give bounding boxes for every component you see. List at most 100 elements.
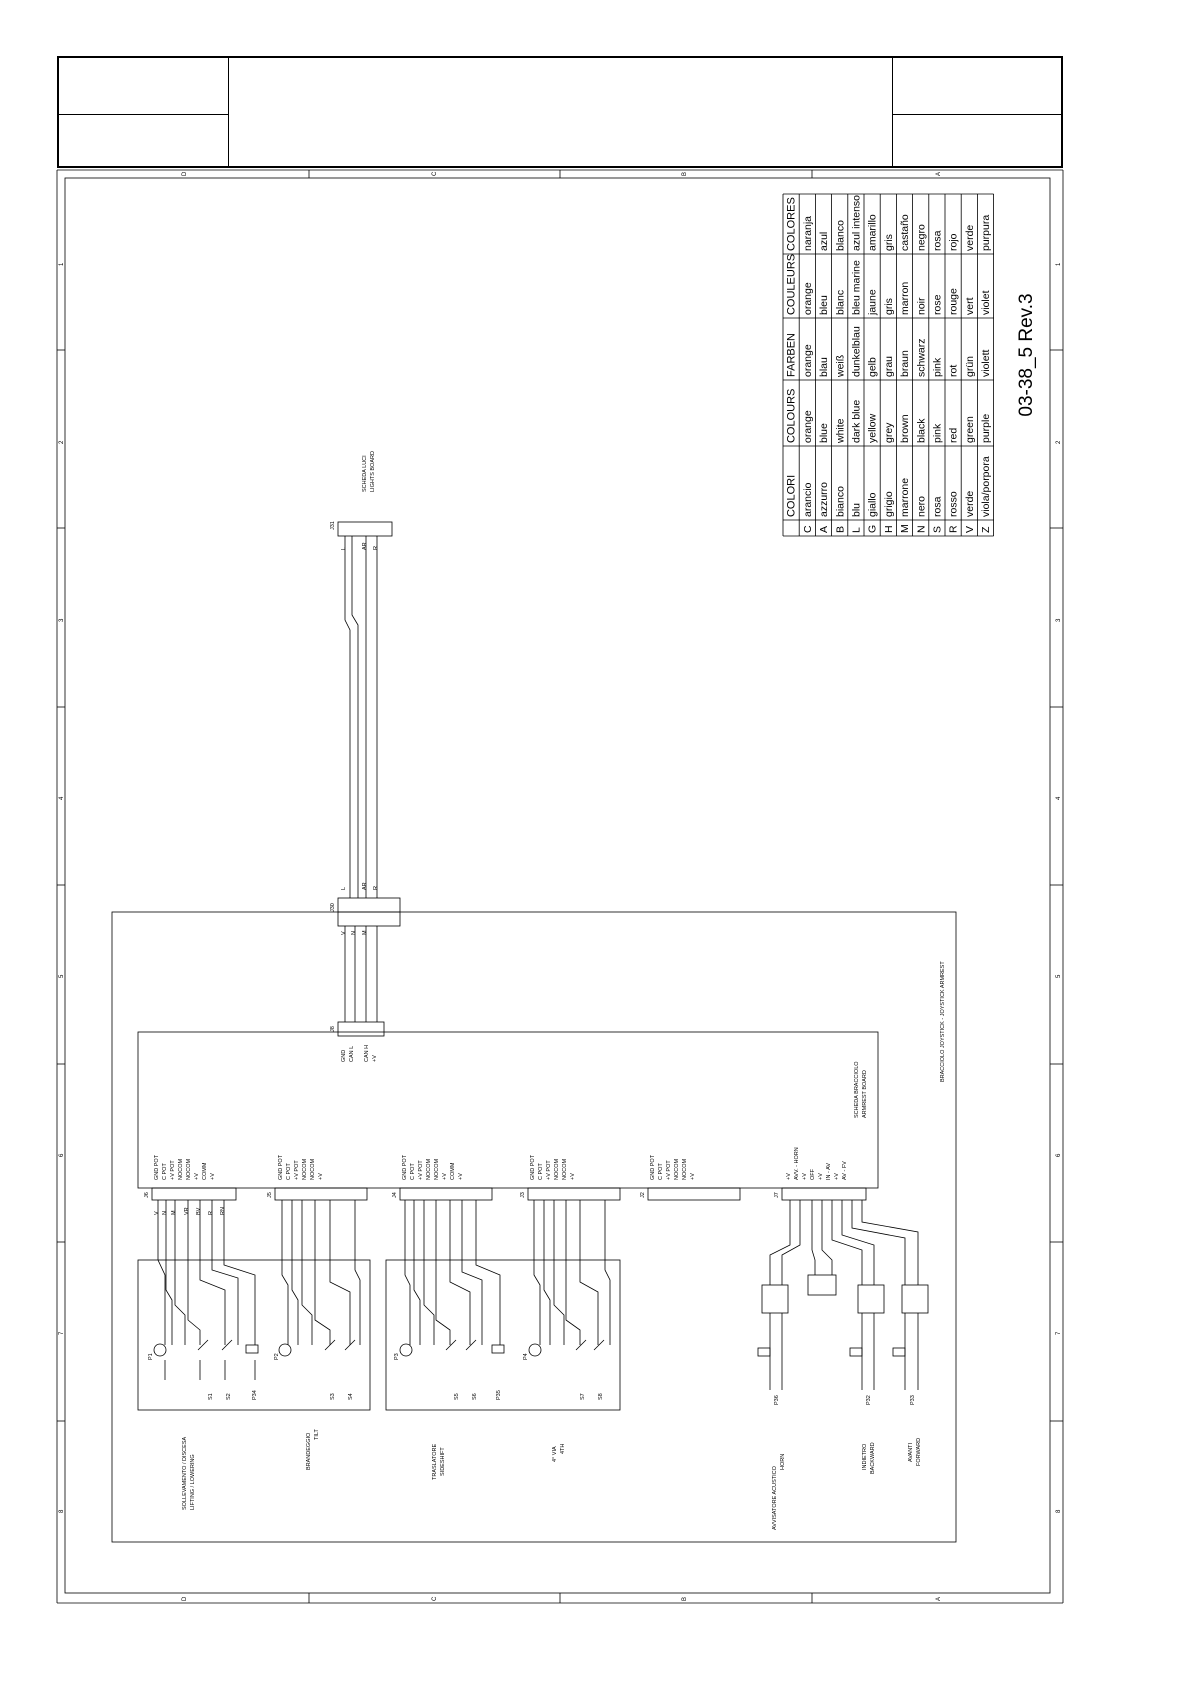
pin-label: +V	[318, 1173, 324, 1180]
zone-left-number: 4	[59, 796, 65, 800]
table-cell: dark blue	[850, 400, 862, 443]
wire-code: R	[208, 1211, 214, 1215]
table-cell: brown	[899, 414, 911, 443]
function-label: SOLLEVAMENTO / DISCESA	[182, 1437, 188, 1510]
pot-p3-symbol	[399, 1343, 413, 1357]
switch-label: S6	[472, 1393, 478, 1400]
connector-j5	[274, 1187, 368, 1201]
table-cell: black	[915, 418, 927, 443]
pot-label: P3	[394, 1353, 400, 1360]
switch-label: S2	[226, 1393, 232, 1400]
armrest-board-label: SCHEDA BRACCIOLO	[854, 1061, 860, 1118]
pot-label: P4	[523, 1353, 529, 1360]
armrest-board-label-en: ARMREST BOARD	[862, 1070, 868, 1118]
table-cell: bianco	[834, 486, 846, 517]
zone-right-number: 5	[1056, 974, 1062, 978]
pin-label: +V	[818, 1173, 824, 1180]
function-label-en: TILT	[314, 1428, 320, 1440]
function-label-en: LIFTING / LOWERING	[190, 1454, 196, 1510]
function-label: AVANTI	[908, 1442, 914, 1462]
table-cell: blau	[818, 357, 830, 377]
table-cell: C	[802, 525, 814, 533]
group-box-2	[385, 1259, 621, 1411]
zone-bottom-letter: A	[936, 1597, 942, 1601]
wire-code: RN	[220, 1207, 226, 1215]
zone-left-number: 7	[59, 1331, 65, 1335]
function-label-en: BACKWARD	[870, 1442, 876, 1474]
table-cell: vert	[964, 297, 976, 315]
wire-code: L	[341, 887, 347, 890]
button-p32-symbol	[849, 1347, 863, 1357]
pin-label: OFF	[810, 1168, 816, 1180]
pin-label: NOCOM	[310, 1159, 316, 1181]
table-cell: rot	[948, 365, 960, 377]
connector-j2	[647, 1187, 741, 1201]
zone-top-letter: C	[432, 171, 438, 176]
zone-right-number: 7	[1056, 1331, 1062, 1335]
group-box-1	[137, 1259, 371, 1411]
function-label-en: SIDESHIFT	[440, 1447, 446, 1476]
table-cell: noir	[915, 297, 927, 315]
wire-code: L	[341, 547, 347, 550]
wire-code: VR	[184, 1207, 190, 1215]
zone-bottom-letter: B	[682, 1597, 688, 1601]
pin-label: +V	[786, 1173, 792, 1180]
button-label: P35	[496, 1390, 502, 1400]
connector-j3	[527, 1187, 621, 1201]
zone-right-number: 1	[1056, 262, 1062, 266]
table-cell: pink	[931, 423, 943, 443]
pin-label: C POT	[658, 1163, 664, 1180]
armrest-pin-label: GND	[341, 1050, 347, 1062]
switch-label: S5	[454, 1393, 460, 1400]
pin-label: C POT	[162, 1163, 168, 1180]
table-cell: amarillo	[867, 214, 879, 251]
pin-label: NOCOM	[178, 1159, 184, 1181]
armrest-outer-box	[111, 911, 957, 1543]
table-cell: schwarz	[915, 338, 927, 377]
connector-j5-label: J5	[267, 1192, 273, 1198]
table-cell: naranja	[802, 216, 814, 251]
table-cell: gelb	[867, 357, 879, 377]
pot-p2-symbol	[278, 1343, 292, 1357]
pin-label: +V	[458, 1173, 464, 1180]
table-cell: B	[834, 526, 846, 533]
function-label-en: HORN	[780, 1454, 786, 1470]
table-cell: verde	[964, 491, 976, 517]
pin-label: +V POT	[418, 1160, 424, 1180]
schematic	[111, 521, 957, 1543]
pin-label: +V	[442, 1173, 448, 1180]
pin-label: +V POT	[294, 1160, 300, 1180]
table-cell: grün	[964, 356, 976, 377]
table-cell: yellow	[867, 413, 879, 443]
connector-j31	[337, 521, 393, 537]
pin-label: COMM	[202, 1162, 208, 1180]
wire-code: R	[373, 546, 379, 550]
pin-label: COMM	[450, 1162, 456, 1180]
zone-left-number: 5	[59, 974, 65, 978]
pin-label: +V POT	[546, 1160, 552, 1180]
button-p33-symbol	[892, 1347, 906, 1357]
zone-left-number: 8	[59, 1509, 65, 1513]
pin-label: AVV. - HORN	[794, 1147, 800, 1180]
pin-label: NOCOM	[434, 1159, 440, 1181]
table-cell: green	[964, 416, 976, 443]
connector-j3-label: J3	[520, 1192, 526, 1198]
table-header-cell: COLOURS	[786, 389, 798, 443]
table-cell: G	[867, 525, 879, 533]
zone-bottom-letter: D	[182, 1596, 188, 1601]
connector-j31-label: J31	[330, 521, 336, 530]
table-cell: A	[818, 526, 830, 533]
table-cell: blu	[850, 503, 862, 517]
zone-right-number: 6	[1056, 1153, 1062, 1157]
table-header-cell: COLORI	[786, 475, 798, 517]
pin-label: NOCOM	[426, 1159, 432, 1181]
switch-label: S8	[598, 1393, 604, 1400]
armrest-board-box	[137, 1031, 879, 1189]
pin-label: +V	[194, 1173, 200, 1180]
table-cell: grigio	[883, 491, 895, 517]
table-cell: azul	[818, 232, 830, 251]
function-label: TRASLATORE	[432, 1444, 438, 1480]
table-cell: blanco	[834, 220, 846, 251]
armrest-pin-label: CAN L	[349, 1046, 355, 1062]
table-header-cell: FARBEN	[786, 333, 798, 377]
